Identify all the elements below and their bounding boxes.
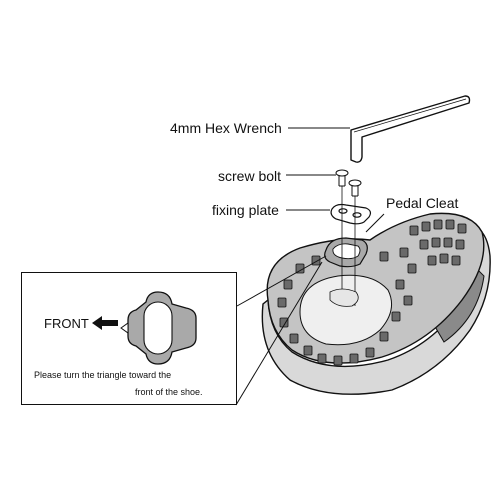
hex-wrench-label: 4mm Hex Wrench: [170, 120, 282, 136]
pedal-cleat-icon: [324, 237, 368, 268]
front-label: FRONT: [44, 316, 89, 331]
detail-callout-box: [21, 272, 237, 405]
shoe-sole-icon: [261, 212, 491, 395]
zoom-lines: [235, 255, 327, 406]
detail-note-line-1: Please turn the triangle toward the: [34, 370, 172, 380]
left-arrow-icon: [92, 316, 118, 330]
pedal-cleat-label: Pedal Cleat: [386, 195, 459, 211]
triangle-marker-icon: [120, 322, 129, 334]
explode-guide-lines: [329, 186, 359, 307]
fixing-plate-icon: [330, 203, 372, 225]
detail-cleat-icon: [120, 291, 197, 365]
detail-note-line-2: front of the shoe.: [135, 387, 203, 397]
cleat-leader-line: [365, 213, 385, 233]
screw-bolt-label: screw bolt: [218, 168, 282, 184]
fixing-plate-label: fixing plate: [212, 202, 279, 218]
screw-bolt-icon: [335, 169, 362, 197]
hex-wrench-icon: [350, 95, 471, 163]
